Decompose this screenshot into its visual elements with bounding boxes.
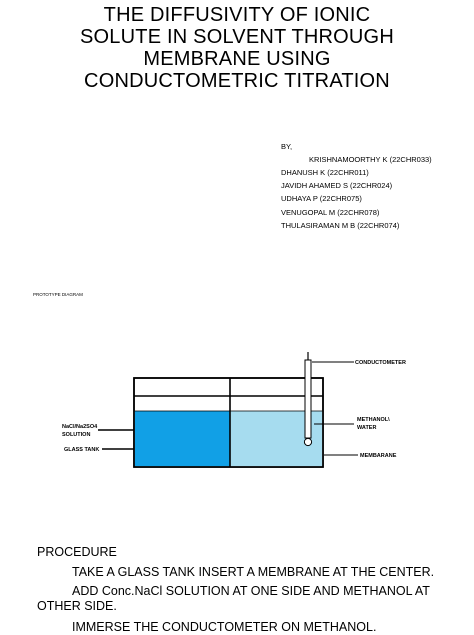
procedure-step: OTHER SIDE.: [37, 599, 117, 613]
author-name: JAVIDH AHAMED S (22CHR024): [281, 181, 393, 190]
authors-by: BY,: [281, 142, 293, 151]
label-glass-tank: GLASS TANK: [64, 447, 99, 453]
procedure-step: IMMERSE THE CONDUCTOMETER ON METHANOL.: [72, 620, 377, 634]
diagram-caption: PROTOTYPE DIAGRAM: [33, 292, 83, 297]
label-membrane: MEMBARANE: [360, 453, 397, 459]
page-title: THE DIFFUSIVITY OF IONIC SOLUTE IN SOLVE…: [40, 4, 434, 92]
author-name: KRISHNAMOORTHY K (22CHR033): [309, 155, 432, 164]
title-line-3: MEMBRANE USING: [143, 48, 331, 70]
tank-border: [133, 377, 324, 468]
author-name: UDHAYA P (22CHR075): [281, 194, 362, 203]
title-line-1: THE DIFFUSIVITY OF IONIC: [103, 4, 371, 26]
nacl-solution: [134, 411, 230, 467]
label-conductometer: CONDUCTOMETER: [355, 360, 406, 366]
label-methanol-line2: WATER: [357, 425, 376, 431]
procedure-step: ADD Conc.NaCl SOLUTION AT ONE SIDE AND M…: [72, 584, 430, 598]
procedure-heading: PROCEDURE: [37, 545, 117, 559]
title-line-2: SOLUTE IN SOLVENT THROUGH: [80, 26, 394, 48]
author-name: VENUGOPAL M (22CHR078): [281, 208, 380, 217]
probe-bulb: [303, 437, 313, 447]
title-line-4: CONDUCTOMETRIC TITRATION: [84, 70, 390, 92]
author-name: THULASIRAMAN M B (22CHR074): [281, 221, 400, 230]
procedure-step: TAKE A GLASS TANK INSERT A MEMBRANE AT T…: [72, 565, 435, 579]
conductometer-probe: [304, 359, 312, 439]
label-methanol-line1: METHANOL\: [357, 417, 390, 423]
label-nacl-line2: SOLUTION: [62, 432, 90, 438]
author-name: DHANUSH K (22CHR011): [281, 168, 369, 177]
label-nacl-line1: NaCl/Na2SO4: [62, 424, 98, 430]
